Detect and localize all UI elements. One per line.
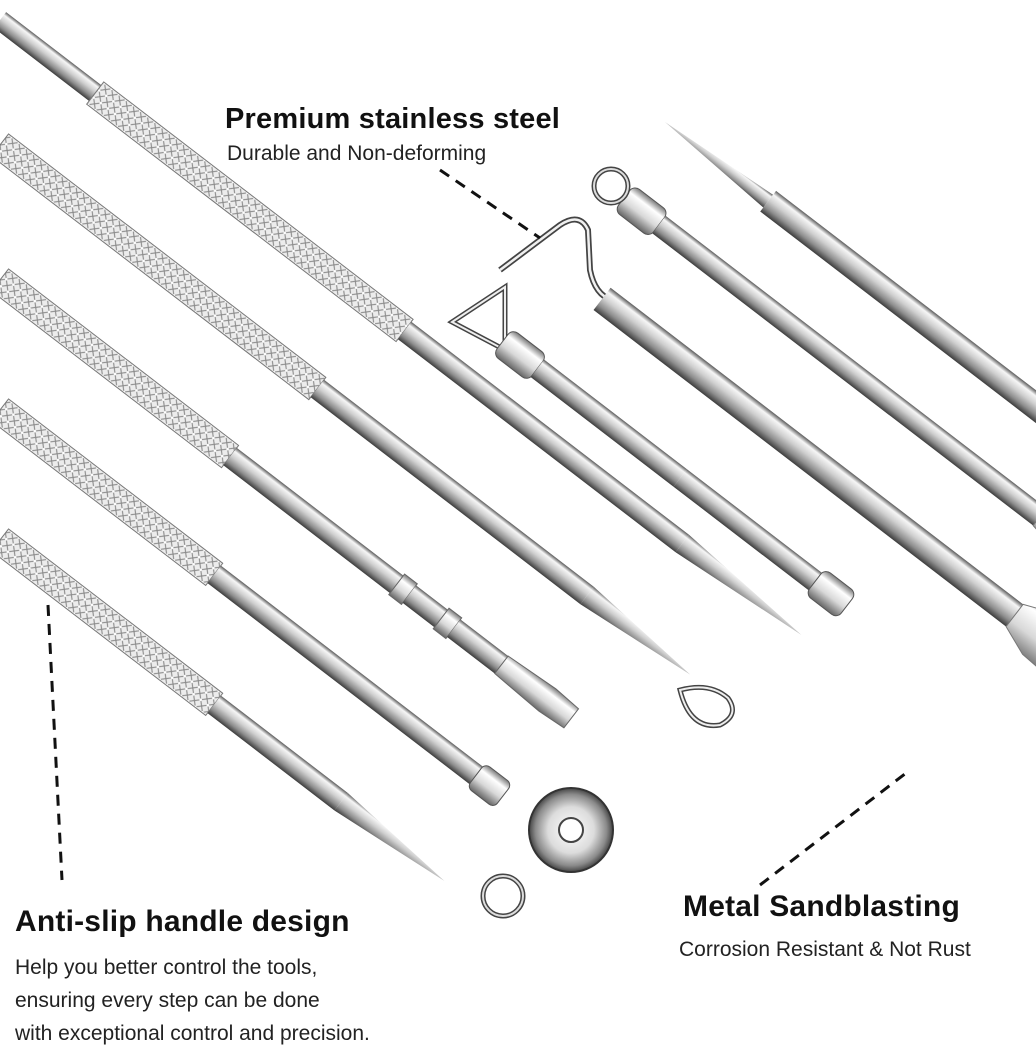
- loop-extractor-tool: [616, 187, 1036, 577]
- antislip-title: Anti-slip handle design: [15, 905, 350, 938]
- steel-title: Premium stainless steel: [225, 103, 561, 135]
- callout-leader-lines: [46, 168, 911, 887]
- triangle-loop-tool: [447, 282, 508, 355]
- steel-callout: Premium stainless steel Durable and Non-…: [225, 103, 560, 166]
- steel-subtitle: Durable and Non-deforming: [227, 142, 487, 165]
- antislip-line-3: with exceptional control and precision.: [15, 1022, 370, 1045]
- spatula-tool: [593, 287, 1036, 721]
- antislip-line-2: ensuring every step can be done: [15, 989, 320, 1012]
- loop-tip-icon: [676, 684, 735, 729]
- sandblast-subtitle: Corrosion Resistant & Not Rust: [679, 938, 971, 961]
- triangle-loop-handle: [495, 331, 855, 617]
- knurled-lancet-tool: [0, 528, 445, 881]
- spoon-extractor-tool: [0, 268, 580, 729]
- hook-tool: [498, 216, 614, 303]
- spoon-cup: [528, 787, 614, 873]
- antislip-line-1: Help you better control the tools,: [15, 956, 318, 979]
- knurled-needle-tool: [0, 12, 802, 635]
- sandblast-callout: Metal Sandblasting Corrosion Resistant &…: [679, 890, 971, 962]
- sandblast-title: Metal Sandblasting: [683, 890, 960, 923]
- antislip-callout: Anti-slip handle design Help you better …: [15, 905, 370, 1050]
- knurled-loop-tool: [0, 398, 511, 806]
- lancet-tool: [665, 122, 1036, 516]
- knurled-needle-tool: [0, 133, 691, 675]
